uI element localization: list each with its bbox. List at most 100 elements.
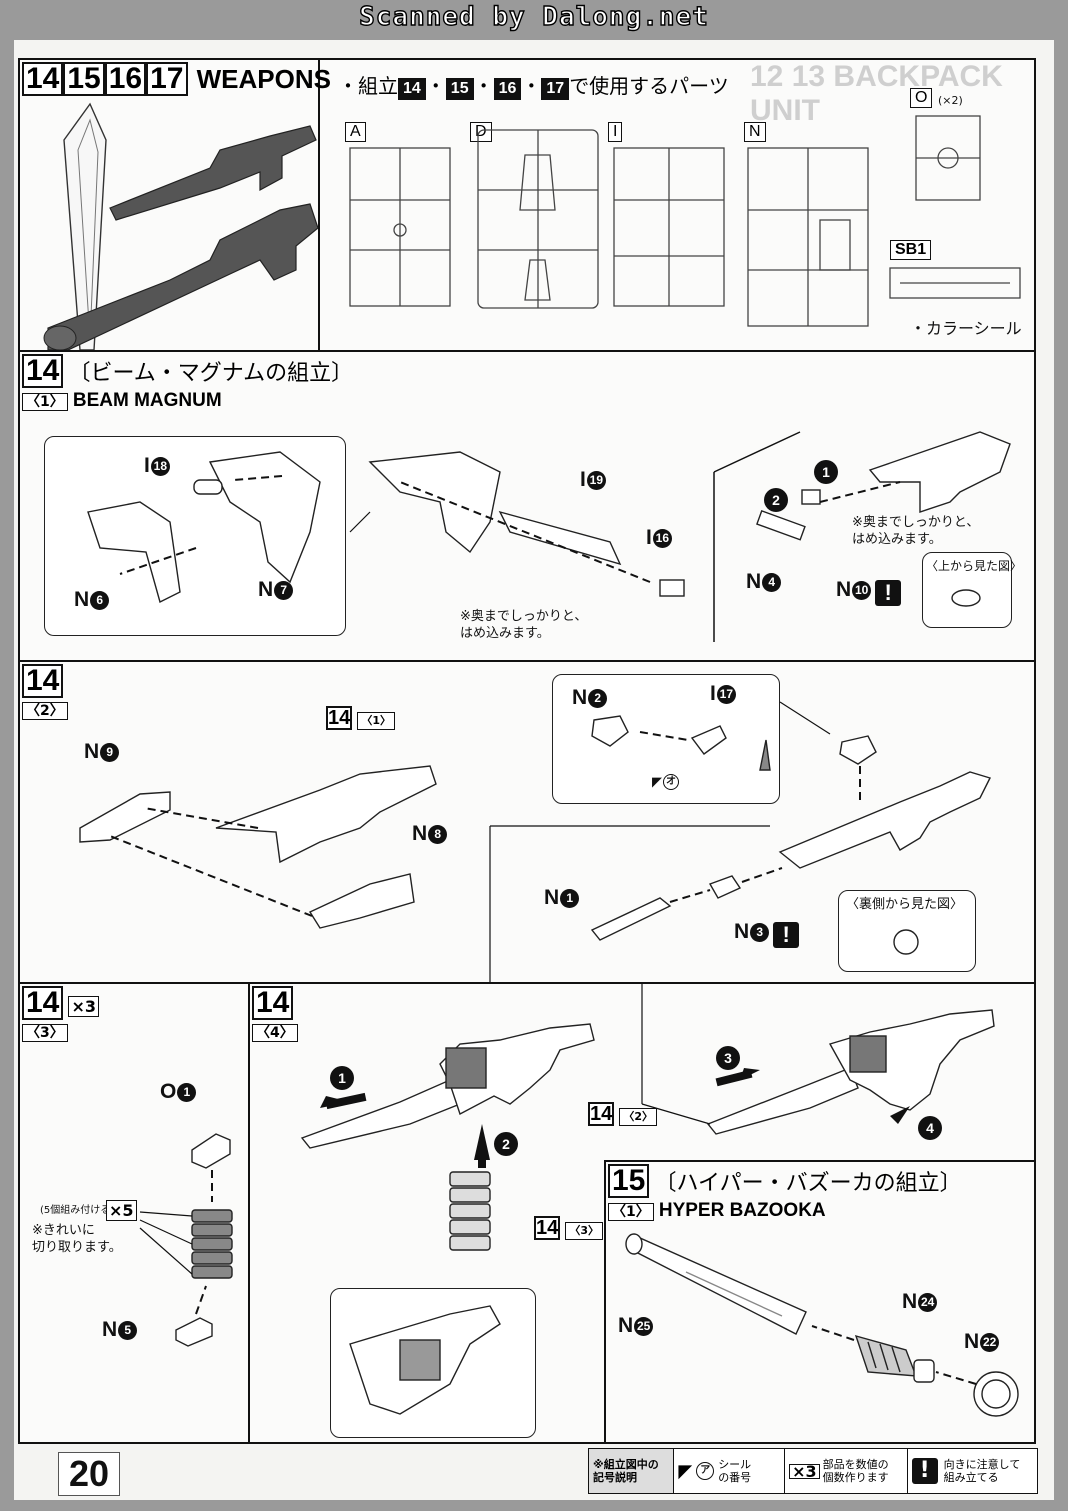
step-arrow-markers: 1 2 (764, 460, 838, 512)
cut-note: ※きれいに 切り取ります。 (32, 1223, 122, 1255)
magnum-subassembly (215, 765, 437, 864)
grip-part-n7 (208, 451, 321, 584)
multiplier-x5-badge: ×5 (106, 1200, 137, 1221)
step-16-badge: 16 (104, 62, 147, 96)
center-note: ※奥までしっかりと、 はめ込みます。 (460, 609, 588, 641)
legend-sticker: ◤ ア シール の番号 (674, 1449, 786, 1493)
weapons-title: WEAPONS (196, 64, 331, 94)
back-view-shape (893, 929, 919, 955)
part-n4-shape (756, 510, 806, 541)
sprue-i-label: I (608, 122, 623, 142)
legend-heading: ※組立図中の 記号説明 (589, 1449, 675, 1493)
magnum-barrel-i19 (498, 510, 622, 566)
magnum-scope-left (445, 1047, 487, 1089)
symbol-legend: ※組立図中の 記号説明 ◤ ア シール の番号 ×3 部品を数値の 個数作ります… (588, 1448, 1038, 1494)
magnum-barrel-right (706, 1067, 859, 1135)
step-15-1-badge: 15 (608, 1164, 650, 1198)
svg-text:4: 4 (926, 1120, 934, 1136)
part-n1-shape (590, 897, 672, 941)
svg-text:1: 1 (822, 464, 830, 480)
bazooka-grip-n24 (854, 1334, 918, 1377)
magnum-body-right (828, 1009, 995, 1111)
sprue-drawings (349, 115, 1021, 327)
magnum-body-mid (368, 451, 501, 554)
hyper-bazooka-shape (47, 203, 318, 351)
legend-multiplier: ×3 部品を数値の 個数作ります (785, 1449, 908, 1493)
part-n8-shape (308, 873, 415, 929)
part-i16-shape (659, 579, 685, 597)
back-view-label: 〈裏側から見た図〉 (846, 897, 964, 912)
step-14-4-badge: 14 (252, 986, 294, 1020)
scan-credit: Scanned by Dalong.net (358, 1, 709, 32)
page-number: 20 (58, 1452, 121, 1496)
step-15-1-title-jp: 〔ハイパー・バズーカの組立〕 (654, 1171, 962, 1196)
part-n24-end (913, 1359, 935, 1383)
step-14-1-title-en: BEAM MAGNUM (72, 390, 222, 411)
legend-warning: ! 向きに注意して 組み立てる (908, 1449, 1037, 1493)
sight-detail (759, 739, 771, 771)
sprue-o-label: O (910, 88, 933, 108)
step-14-1-drawing: 1 2 (87, 431, 1011, 642)
ref-step-14-1: 14 〈1〉 (326, 706, 395, 730)
sprue-o-count: (×2) (938, 94, 963, 107)
right-note: ※奥までしっかりと、 はめ込みます。 (852, 515, 980, 547)
part-n3-shape (708, 875, 742, 899)
sprue-a-label: A (345, 122, 366, 142)
part-n9-shape (79, 791, 171, 843)
part-o1-shape (191, 1133, 231, 1169)
step-14-4-drawing: 1 2 3 4 (300, 984, 995, 1415)
top-view-label: 〈上から見た図〉 (926, 559, 1023, 573)
part-n2-shape (591, 715, 629, 747)
svg-text:1: 1 (338, 1070, 346, 1086)
step-14-2-drawing (79, 701, 991, 984)
step-14-3-badge: 14 (22, 986, 64, 1020)
motion-arrows (320, 1068, 910, 1168)
step-17-badge: 17 (146, 62, 188, 96)
step-14-3-drawing (139, 1133, 233, 1347)
step-number-markers: 1 2 3 4 (330, 1046, 942, 1156)
shield-shape (63, 102, 107, 351)
part-i18-shape (193, 479, 223, 495)
step-14-1-title-jp: 〔ビーム・マグナムの組立〕 (68, 361, 354, 386)
magnum-with-sight (778, 771, 991, 869)
step-15-1-title-en: HYPER BAZOOKA (658, 1200, 826, 1221)
step-14-badge: 14 (22, 62, 64, 96)
multiplier-x3-badge: ×3 (68, 996, 100, 1017)
sticker-label: ・カラーシール (910, 319, 1022, 338)
part-i17-shape (690, 725, 727, 755)
magazine-stack-shape (191, 1209, 233, 1279)
svg-text:2: 2 (772, 492, 780, 508)
magnum-assembled (868, 431, 1011, 513)
sprue-n-label: N (744, 122, 766, 142)
step-14-1-substep: 〈1〉 (22, 393, 68, 411)
part-n10-shape (801, 489, 821, 505)
step-14-1-badge: 14 (22, 354, 64, 388)
step-15-1-substep: 〈1〉 (608, 1203, 654, 1221)
group-note: (5個組み付ける) (40, 1205, 115, 1216)
sticker-sheet-label: SB1 (890, 240, 932, 260)
magnum-body-left (439, 1023, 595, 1116)
beam-magnum-shape (109, 125, 317, 221)
part-n5-shape (175, 1317, 213, 1347)
svg-text:3: 3 (724, 1050, 732, 1066)
ref-step-14-3: 14 〈3〉 (534, 1216, 603, 1240)
part-n22-shape (973, 1371, 1019, 1417)
